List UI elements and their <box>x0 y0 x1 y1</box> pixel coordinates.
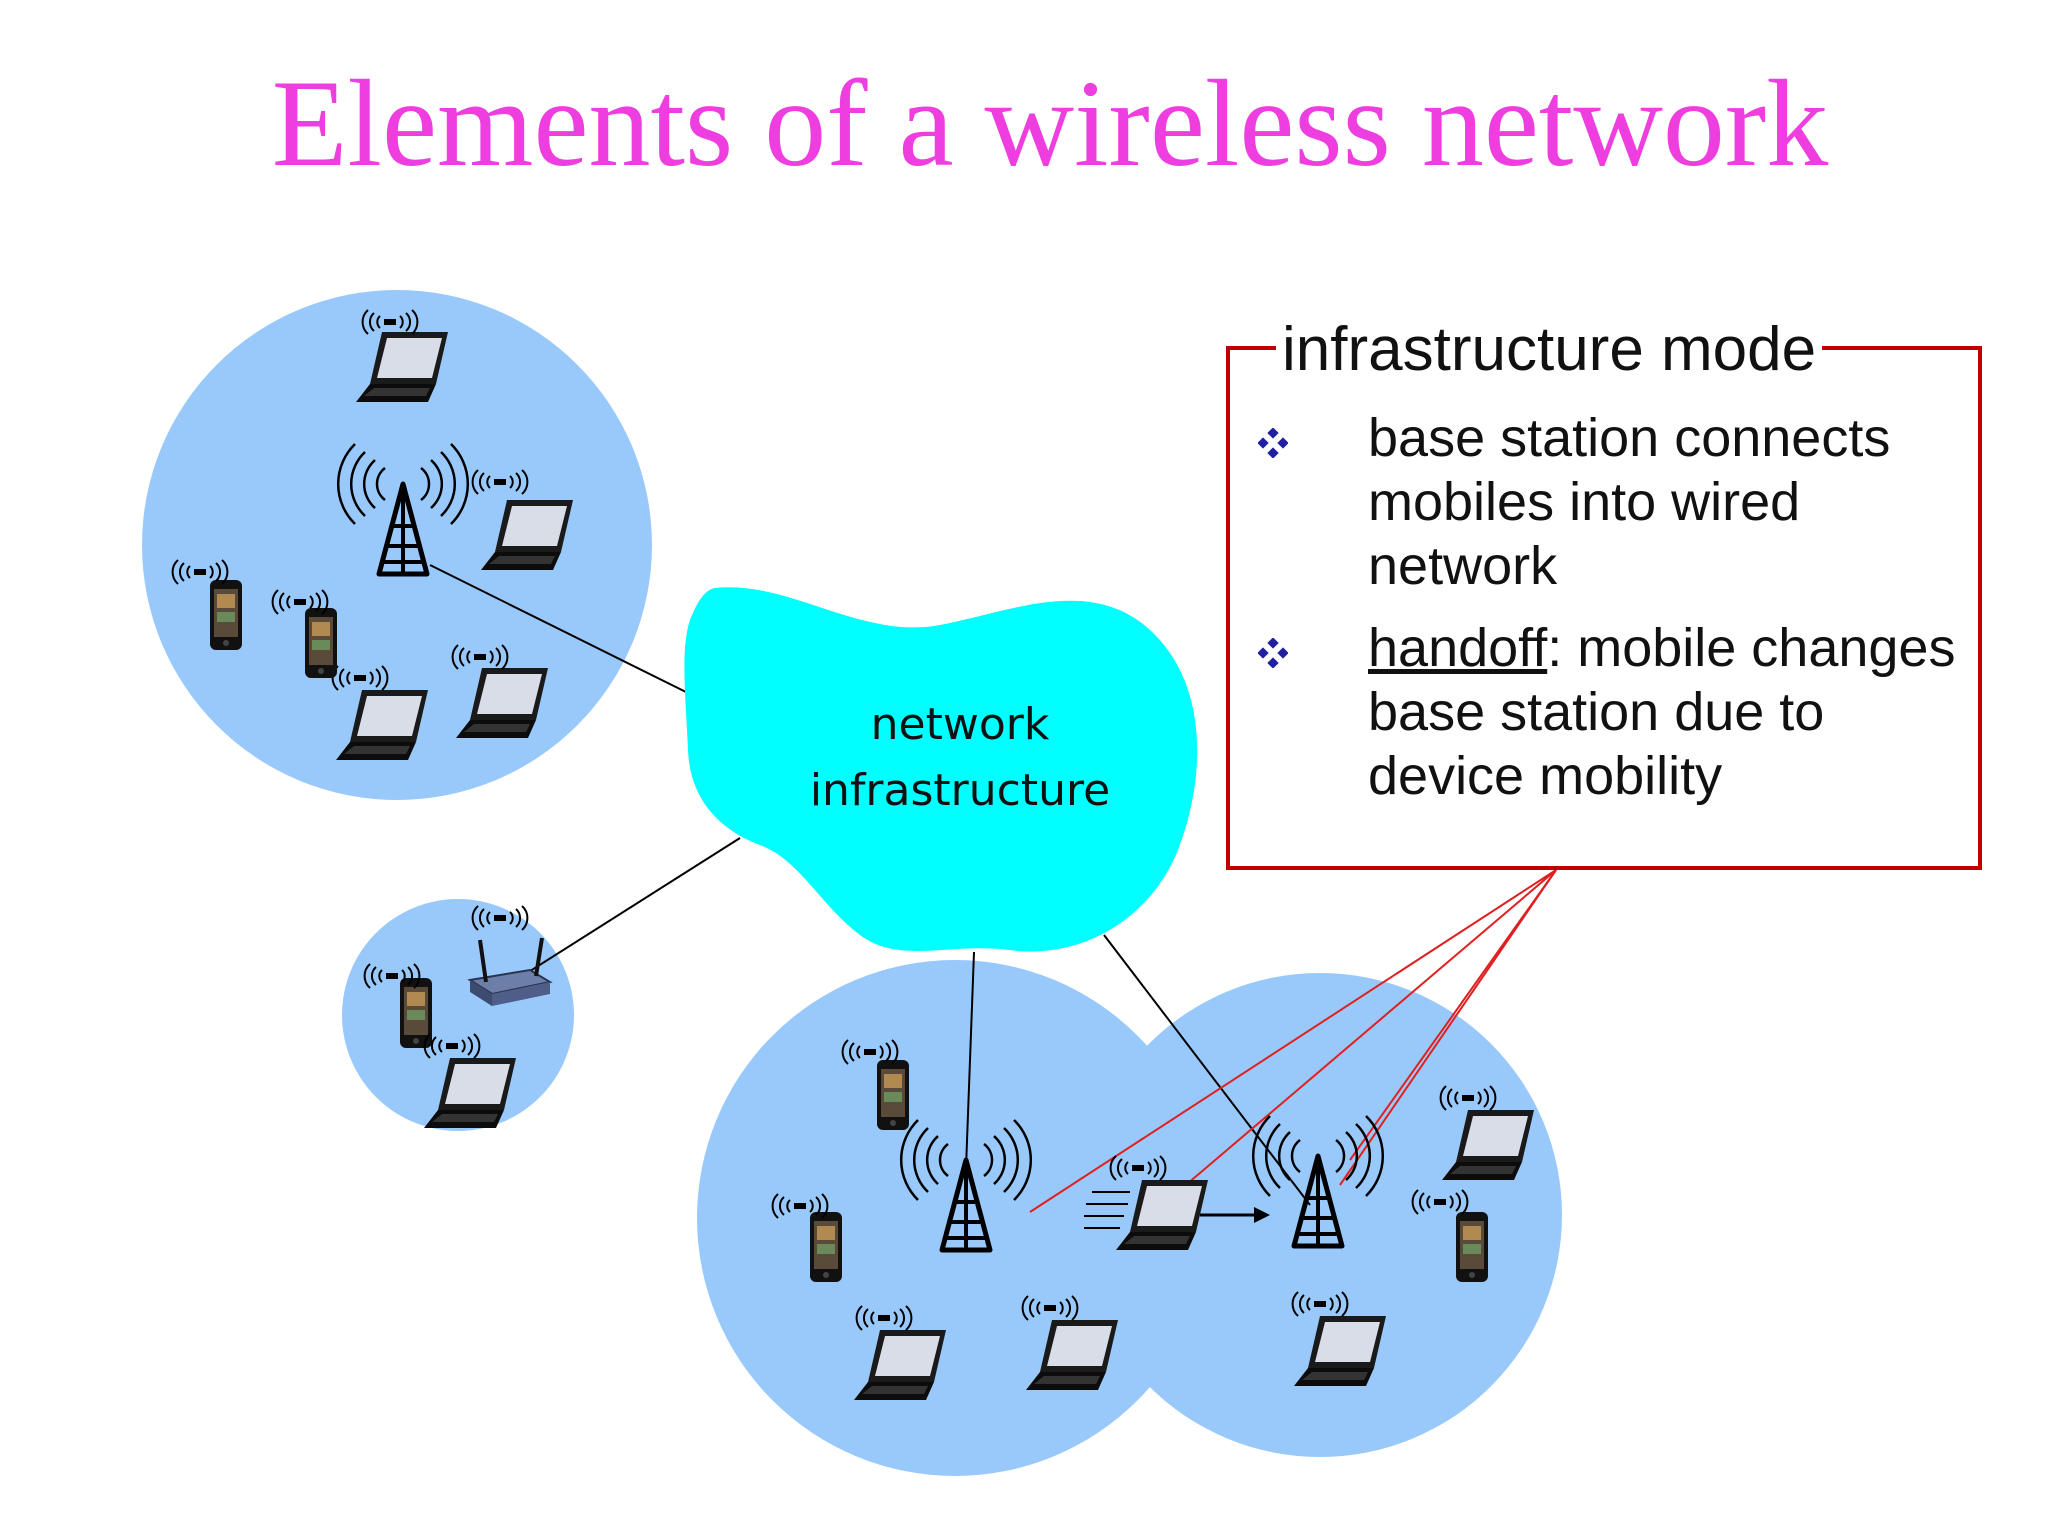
cell-small <box>342 899 574 1131</box>
bullet-text: base station connects mobiles into wired… <box>1368 408 1891 596</box>
smartphone-icon <box>810 1212 842 1282</box>
handoff-description: : mobile changes base station due to dev… <box>1368 618 1956 806</box>
wired-link <box>965 951 975 1169</box>
wired-link <box>507 837 741 986</box>
diamond-bullet-icon <box>1258 428 1288 458</box>
callout-pointer <box>1339 869 1557 1186</box>
smartphone-icon <box>877 1060 909 1130</box>
callout-pointer <box>1179 869 1557 1191</box>
wireless-router-icon <box>467 905 553 1006</box>
cloud-label-line2: infrastructure <box>809 765 1111 816</box>
smartphone-icon <box>1456 1212 1488 1282</box>
smartphone-icon <box>305 608 337 678</box>
wired-link <box>1103 934 1311 1206</box>
bullet-text: handoff: mobile changes base station due… <box>1368 616 1988 808</box>
network-cloud <box>684 587 1198 952</box>
callout-pointer <box>1349 869 1557 1161</box>
cloud-label-line1: network <box>870 699 1050 750</box>
wired-link <box>429 564 691 695</box>
smartphone-icon <box>210 580 242 650</box>
handoff-term: handoff <box>1368 618 1548 678</box>
diamond-bullet-icon <box>1258 638 1288 668</box>
slide-title: Elements of a wireless network <box>271 55 1829 192</box>
motion-lines <box>1084 1191 1130 1229</box>
cloud-label: network infrastructure <box>780 692 1140 824</box>
motion-arrow-icon <box>1200 1207 1270 1223</box>
callout-title: infrastructure mode <box>1276 315 1823 385</box>
callout-pointer <box>1029 869 1557 1213</box>
callout-box: infrastructure mode base station connect… <box>1228 315 1980 868</box>
